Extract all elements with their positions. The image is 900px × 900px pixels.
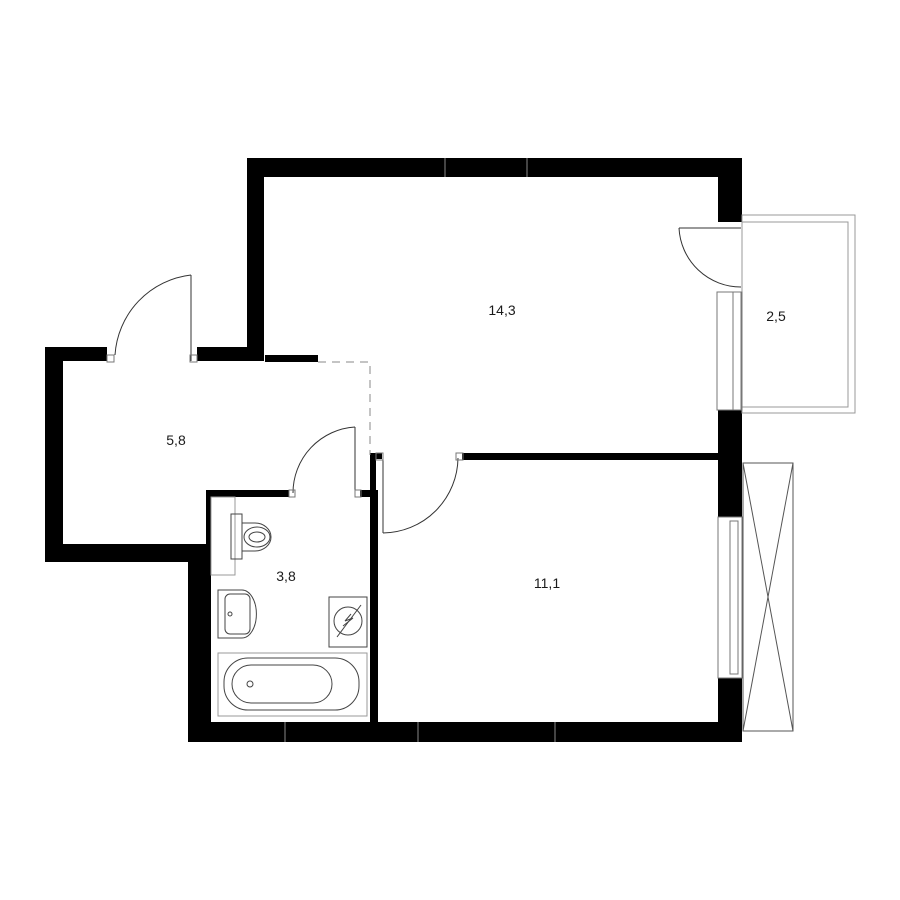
bedroom-window [717,516,743,679]
room-area-bedroom: 11,1 [533,575,561,591]
opening-dashed [318,361,371,455]
room-area-living-room: 14,3 [488,302,516,318]
window-seams [284,158,556,742]
bathtub-icon [217,652,368,717]
air-conditioner-box [742,462,794,732]
entrance-door [106,274,198,363]
bathroom-door [288,426,362,498]
room-area-bathroom: 3,8 [276,568,296,584]
walls [45,158,742,742]
bedroom-door [375,452,464,534]
toilet-icon [210,496,272,576]
sink-icon [217,589,257,639]
balcony-door [678,227,743,411]
washing-machine-icon [328,596,368,648]
room-area-balcony: 2,5 [766,308,786,324]
balcony [741,214,856,414]
room-area-hallway: 5,8 [166,432,186,448]
